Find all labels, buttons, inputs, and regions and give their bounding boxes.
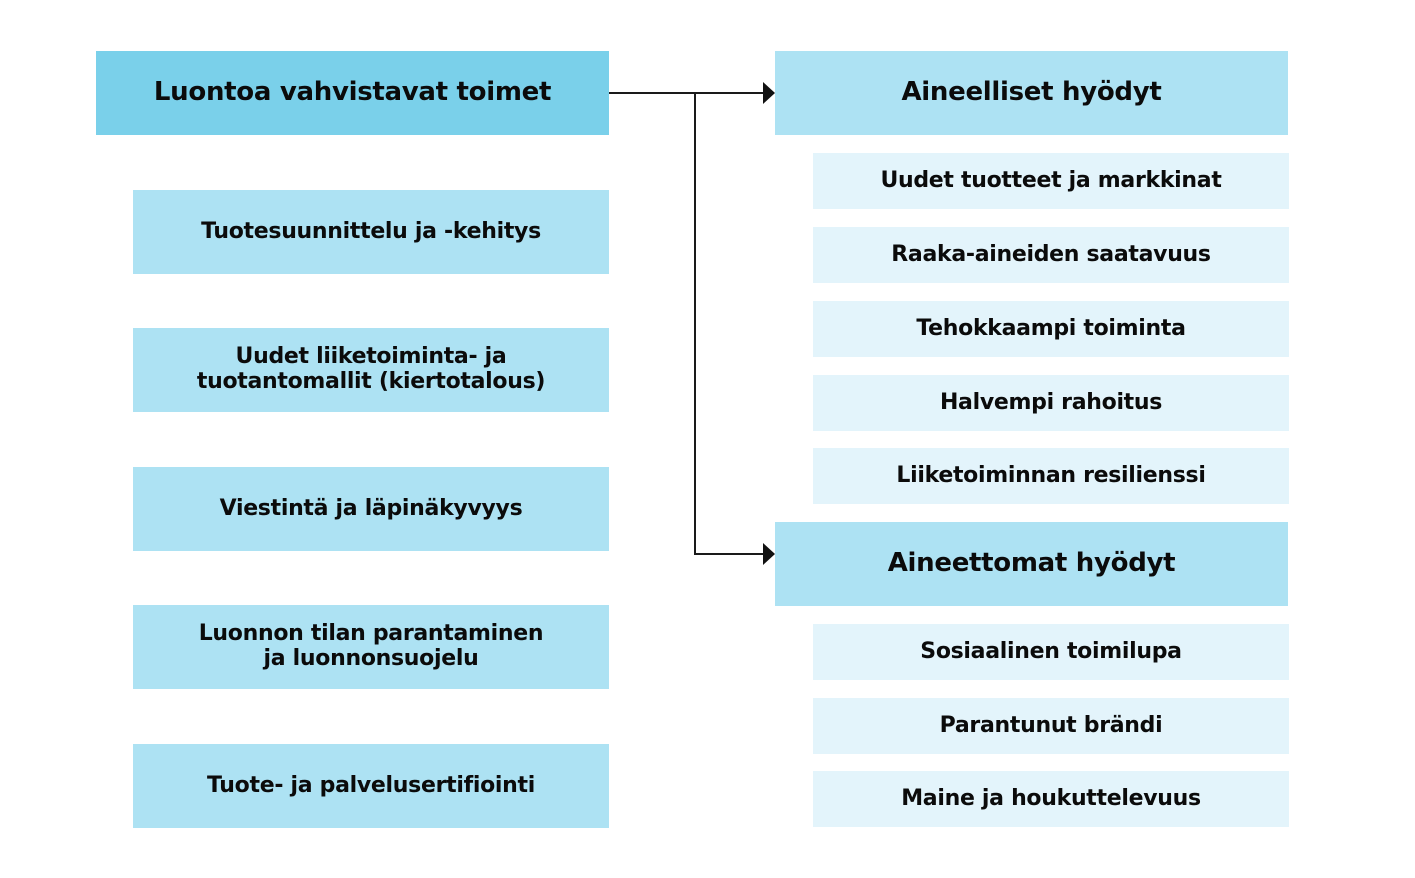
benefit-label: Raaka-aineiden saatavuus — [891, 241, 1211, 267]
benefit-label: Uudet tuotteet ja markkinat — [880, 167, 1222, 193]
action-box: Tuotesuunnittelu ja -kehitys — [133, 190, 609, 274]
header-label: Aineettomat hyödyt — [887, 548, 1176, 579]
root-label: Luontoa vahvistavat toimet — [153, 77, 552, 108]
action-box: Viestintä ja läpinäkyvyys — [133, 467, 609, 551]
action-label: Viestintä ja läpinäkyvyys — [219, 495, 523, 521]
benefit-item: Liiketoiminnan resilienssi — [813, 448, 1289, 504]
action-label: Luonnon tilan parantaminen ja luonnonsuo… — [198, 621, 544, 671]
benefit-item: Tehokkaampi toiminta — [813, 301, 1289, 357]
intangible-benefits-header: Aineettomat hyödyt — [775, 522, 1288, 606]
benefit-label: Liiketoiminnan resilienssi — [896, 462, 1206, 488]
root-box: Luontoa vahvistavat toimet — [96, 51, 609, 135]
action-box: Tuote- ja palvelusertifiointi — [133, 744, 609, 828]
action-label: Tuotesuunnittelu ja -kehitys — [201, 218, 541, 244]
benefit-item: Parantunut brändi — [813, 698, 1289, 754]
benefit-label: Sosiaalinen toimilupa — [920, 638, 1182, 664]
benefit-item: Halvempi rahoitus — [813, 375, 1289, 431]
action-box: Uudet liiketoiminta- ja tuotantomallit (… — [133, 328, 609, 412]
benefit-label: Parantunut brändi — [939, 712, 1163, 738]
action-label: Tuote- ja palvelusertifiointi — [207, 772, 535, 798]
benefit-label: Maine ja houkuttelevuus — [901, 785, 1201, 811]
header-label: Aineelliset hyödyt — [901, 77, 1162, 108]
benefit-item: Raaka-aineiden saatavuus — [813, 227, 1289, 283]
action-box: Luonnon tilan parantaminen ja luonnonsuo… — [133, 605, 609, 689]
action-label: Uudet liiketoiminta- ja tuotantomallit (… — [196, 344, 546, 394]
benefit-item: Maine ja houkuttelevuus — [813, 771, 1289, 827]
benefit-label: Tehokkaampi toiminta — [916, 315, 1186, 341]
benefit-item: Uudet tuotteet ja markkinat — [813, 153, 1289, 209]
benefit-label: Halvempi rahoitus — [939, 389, 1163, 415]
tangible-benefits-header: Aineelliset hyödyt — [775, 51, 1288, 135]
benefit-item: Sosiaalinen toimilupa — [813, 624, 1289, 680]
